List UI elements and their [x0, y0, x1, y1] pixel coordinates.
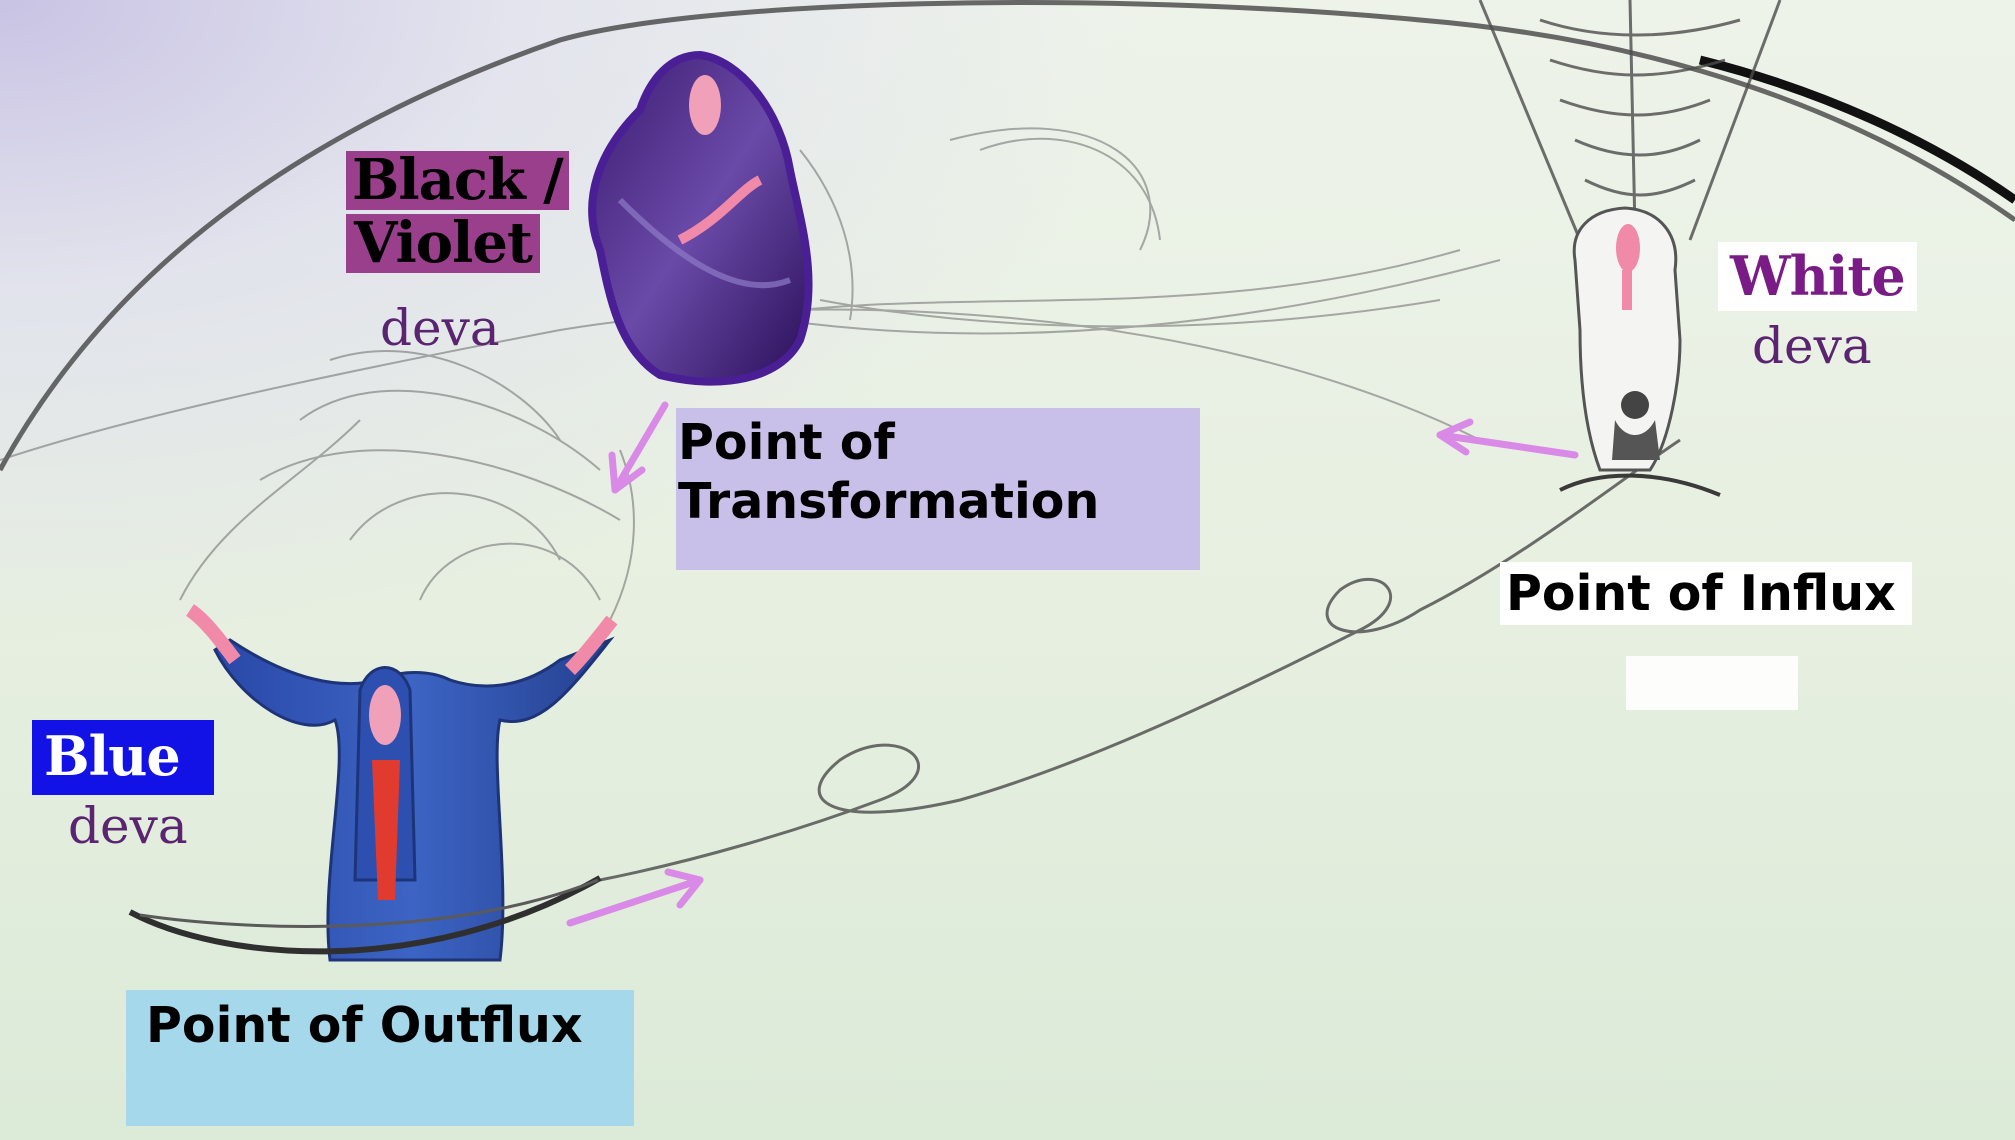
- black-violet-title-line2: Violet: [346, 214, 540, 273]
- white-deva-figure: [1560, 208, 1720, 495]
- spiral-tower: [1480, 0, 1780, 240]
- white-deva-title: White: [1718, 242, 1917, 311]
- point-of-transformation-box: Point of Transformation: [676, 408, 1200, 570]
- black-violet-deva-title: Black / Violet: [340, 145, 580, 277]
- black-violet-deva-suffix: deva: [380, 302, 500, 355]
- blank-white-patch: [1626, 656, 1798, 710]
- white-deva-suffix: deva: [1752, 320, 1872, 373]
- blue-deva-suffix: deva: [68, 800, 188, 853]
- black-violet-title-line1: Black /: [346, 151, 569, 210]
- black-violet-deva-figure: [592, 55, 808, 382]
- dome-arc: [0, 3, 2015, 470]
- transformation-line1: Point of: [676, 414, 1200, 473]
- transformation-line2: Transformation: [676, 473, 1200, 532]
- point-of-influx-label: Point of Influx: [1500, 562, 1912, 625]
- point-of-outflux-label: Point of Outflux: [126, 990, 634, 1126]
- blue-deva-title: Blue: [32, 720, 214, 795]
